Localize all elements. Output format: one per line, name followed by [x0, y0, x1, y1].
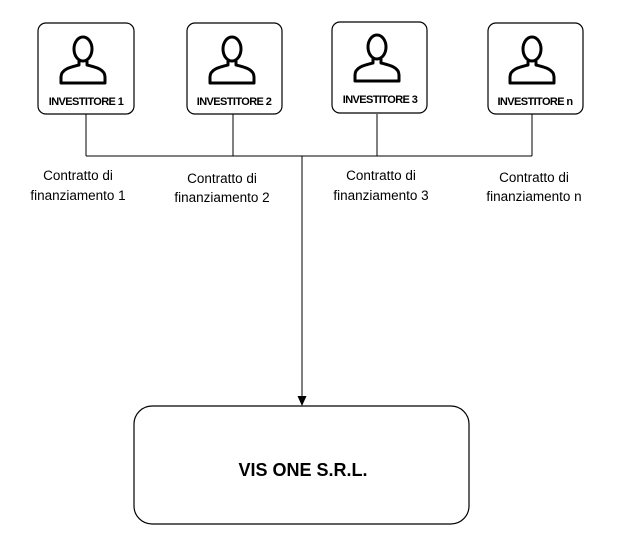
investor-box-3: INVESTITORE 3 [331, 21, 428, 114]
contract-label-3: Contratto di finanziamento 3 [333, 168, 428, 203]
contract-label-3-line1: Contratto di [346, 168, 416, 183]
investor-label-n: INVESTITORE n [497, 96, 573, 108]
contract-label-2-line1: Contratto di [187, 171, 257, 186]
contract-label-n-line2: finanziamento n [486, 189, 581, 204]
investor-box-n: INVESTITORE n [487, 22, 584, 115]
investor-box-2-frame [186, 22, 283, 115]
contract-label-1-line1: Contratto di [43, 168, 113, 183]
investor-label-3: INVESTITORE 3 [343, 94, 418, 106]
investor-box-3-frame [331, 21, 428, 114]
contract-label-1-line2: finanziamento 1 [30, 188, 125, 203]
investor-box-2: INVESTITORE 2 [186, 22, 283, 115]
arrow-down-icon [297, 396, 307, 406]
company-name: VIS ONE S.R.L. [238, 460, 367, 480]
investor-box-1: INVESTITORE 1 [37, 22, 135, 115]
company-box-frame [133, 405, 470, 525]
investor-label-2: INVESTITORE 2 [197, 96, 272, 108]
investor-box-n-frame [487, 22, 584, 115]
connector-lines [85, 114, 533, 406]
investor-label-1: INVESTITORE 1 [49, 96, 124, 108]
contract-label-2-line2: finanziamento 2 [174, 190, 269, 205]
investor-box-1-frame [37, 22, 135, 115]
company-box: VIS ONE S.R.L. [133, 405, 470, 525]
contract-label-3-line2: finanziamento 3 [333, 188, 428, 203]
contract-label-n: Contratto di finanziamento n [486, 170, 581, 204]
contract-label-2: Contratto di finanziamento 2 [174, 171, 269, 205]
contract-label-n-line1: Contratto di [499, 170, 569, 185]
contract-label-1: Contratto di finanziamento 1 [30, 168, 125, 203]
